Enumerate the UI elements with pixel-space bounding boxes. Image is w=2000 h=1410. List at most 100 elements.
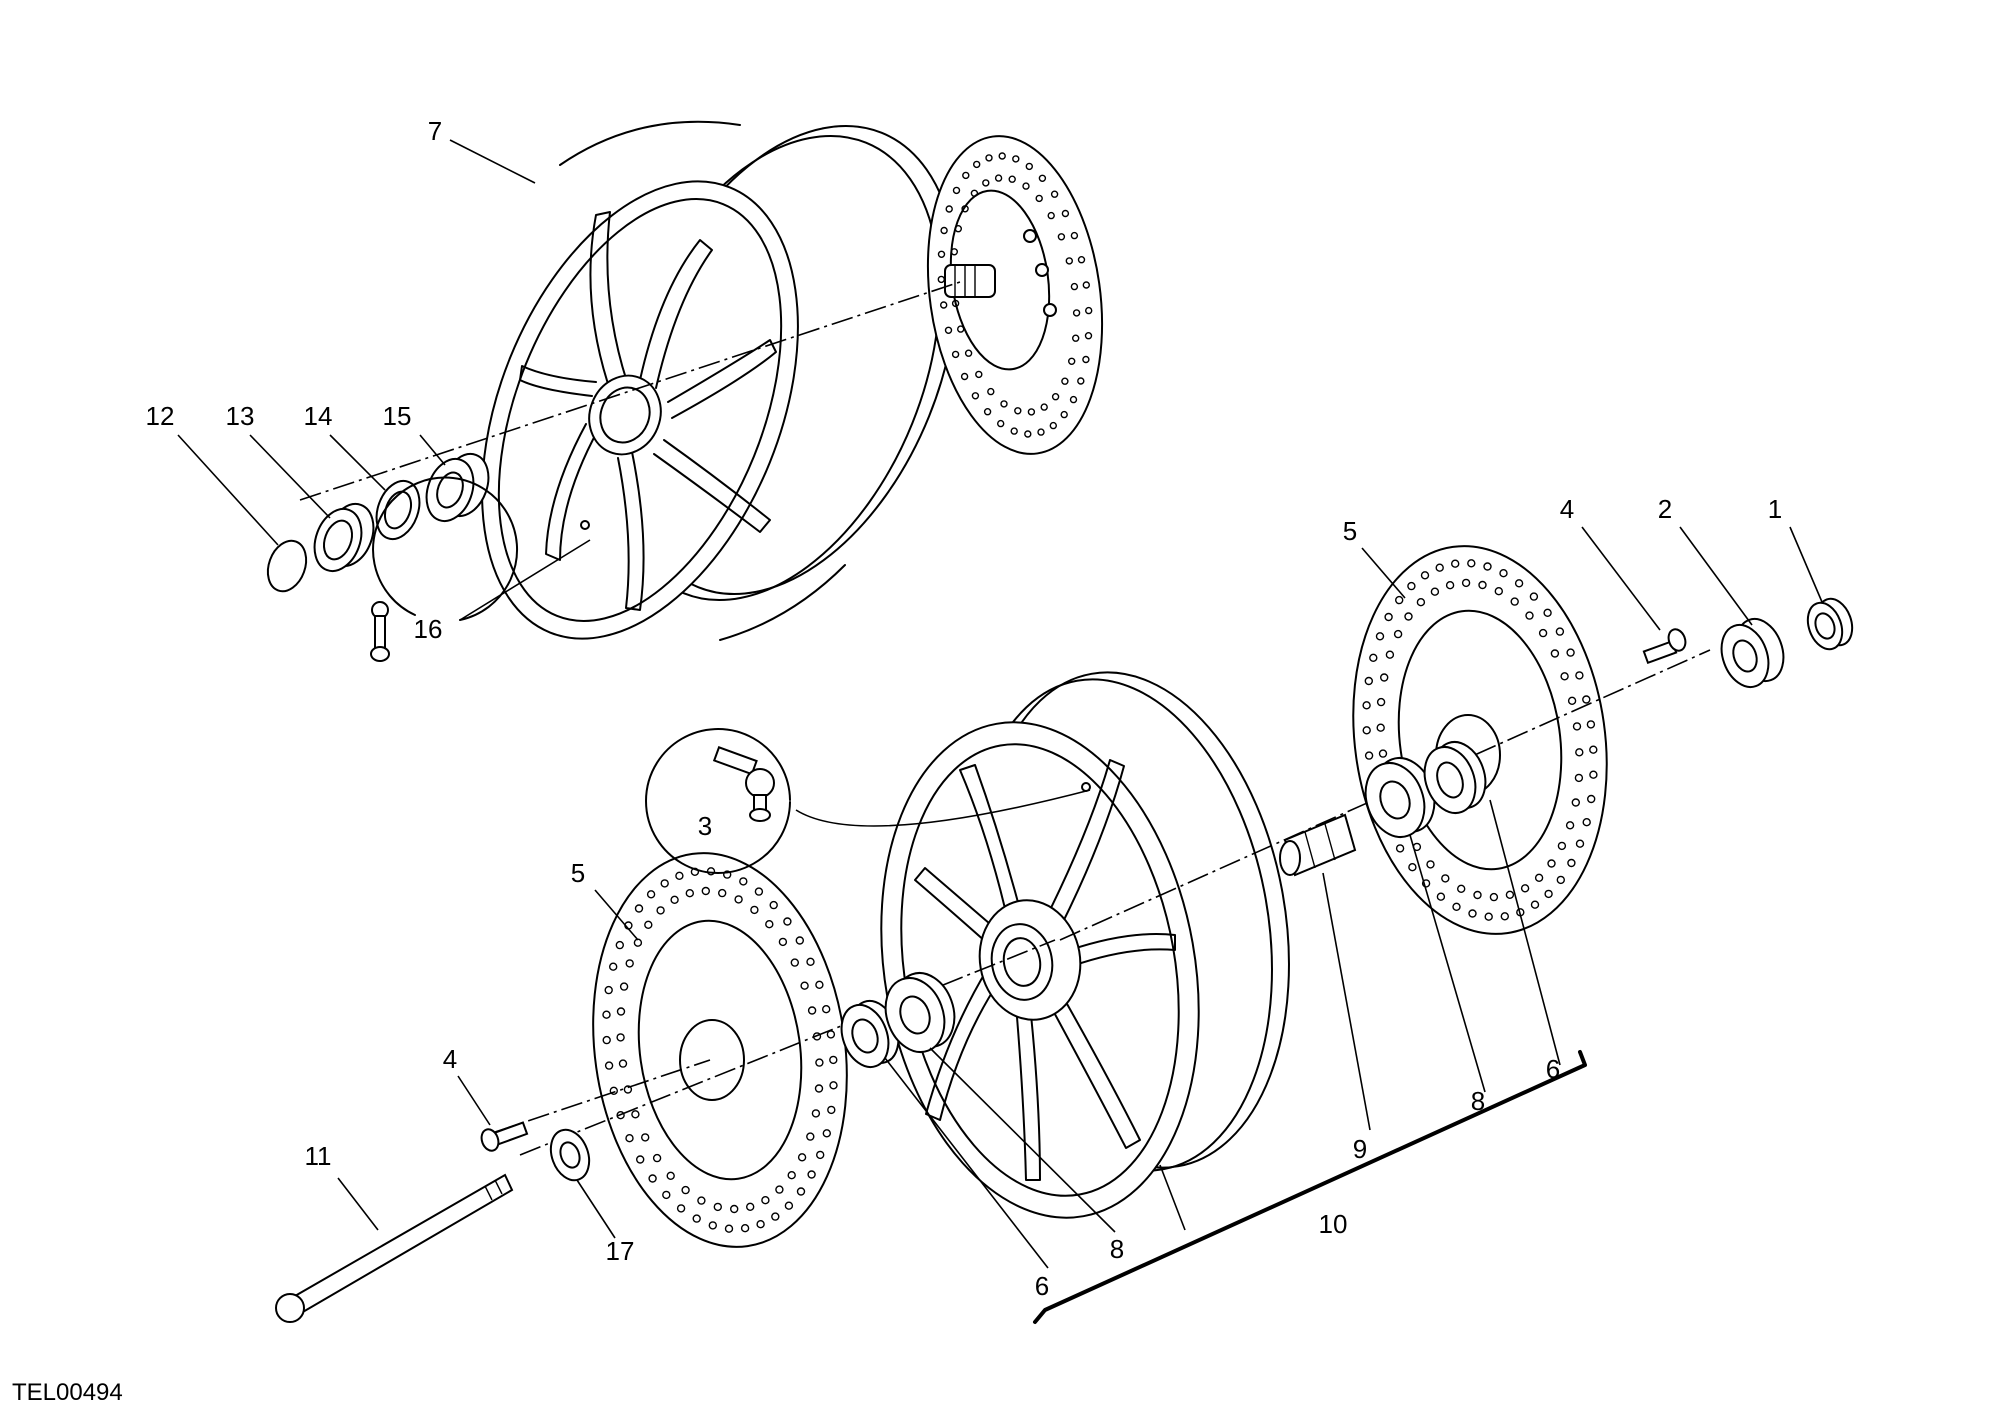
disc-hole (944, 326, 953, 334)
disc-hole (1538, 628, 1548, 638)
disc-hole (1565, 821, 1575, 830)
disc-hole (631, 1110, 640, 1119)
disc-hole (670, 895, 679, 904)
disc-hole (634, 904, 644, 913)
disc-hole (796, 1187, 806, 1196)
disc-hole (769, 900, 778, 910)
disc-hole (740, 1223, 750, 1233)
disc-hole (618, 1059, 628, 1068)
disc-hole (1362, 701, 1371, 710)
disc-hole (1025, 162, 1034, 171)
disc-hole (983, 408, 992, 416)
disc-hole (1014, 407, 1022, 415)
disc-hole (814, 1084, 824, 1093)
disc-hole (1468, 909, 1477, 918)
disc-hole (734, 895, 743, 904)
disc-hole (1035, 194, 1043, 203)
leader-lines (177, 139, 1823, 1269)
disc-hole (625, 959, 634, 968)
disc-hole (1000, 400, 1008, 408)
disc-hole (1057, 233, 1066, 241)
disc-hole (1483, 562, 1492, 571)
disc-hole (1047, 211, 1055, 220)
disc-hole (641, 1133, 650, 1142)
disc-hole (945, 205, 953, 213)
disc-hole (623, 1085, 633, 1094)
disc-hole (750, 905, 759, 915)
disc-hole (701, 886, 710, 896)
disc-hole (822, 1005, 831, 1014)
disc-hole (1050, 190, 1059, 198)
disc-hole (1024, 430, 1032, 438)
disc-hole (625, 1133, 634, 1143)
callout-15: 15 (383, 401, 412, 431)
disc-hole (1589, 770, 1598, 779)
bolt-4-bottom (480, 1121, 529, 1152)
front-brake-disc-right (1352, 545, 1608, 935)
front-small-parts (275, 597, 1854, 1323)
front-axle-11 (275, 1173, 514, 1323)
callout-7: 7 (428, 116, 442, 146)
disc-hole (609, 1086, 618, 1096)
disc-hole (1567, 858, 1576, 868)
front-wheel-spokes (914, 759, 1176, 1181)
disc-hole (1072, 309, 1081, 317)
callout-5-bottom: 5 (571, 858, 585, 888)
disc-hole (1566, 648, 1575, 657)
disc-hole (829, 1055, 838, 1065)
disc-hole (1543, 608, 1552, 617)
disc-hole (616, 1110, 625, 1120)
callout-6-right: 6 (1546, 1054, 1560, 1084)
disc-hole (960, 372, 969, 381)
callout-12: 12 (146, 401, 175, 431)
disc-hole (1061, 209, 1070, 218)
disc-hole (602, 1010, 611, 1019)
disc-hole (1369, 653, 1378, 662)
disc-hole (602, 1035, 611, 1045)
callout-8-bottom: 8 (1110, 1234, 1124, 1264)
disc-hole (1049, 421, 1058, 430)
front-brake-disc-left (592, 852, 848, 1248)
disc-hole (646, 890, 656, 899)
disc-hole (1420, 571, 1430, 580)
disc-hole (1529, 592, 1539, 601)
disc-hole (1376, 697, 1386, 707)
disc-hole (604, 1061, 614, 1070)
bearing-8-left (884, 972, 956, 1053)
seal-6-right (1423, 741, 1487, 814)
disc-hole (1494, 587, 1504, 596)
disc-hole (1364, 676, 1374, 686)
disc-hole (1082, 355, 1090, 364)
disc-hole (1022, 182, 1030, 190)
disc-hole (951, 350, 960, 359)
disc-hole (815, 980, 824, 989)
callout-13: 13 (226, 401, 255, 431)
spacer (425, 453, 490, 522)
disc-hole (816, 1150, 825, 1160)
disc-hole (1589, 745, 1598, 754)
disc-hole (1069, 395, 1078, 404)
callout-16: 16 (414, 614, 443, 644)
disc-hole (660, 879, 669, 888)
disc-hole (1473, 890, 1482, 900)
disc-hole (1070, 282, 1079, 291)
callout-labels: 7 12 13 14 15 16 5 4 2 1 3 5 4 11 17 6 8… (146, 116, 1783, 1301)
disc-hole (1065, 257, 1074, 265)
callout-10: 10 (1319, 1209, 1348, 1239)
disc-hole (616, 1033, 625, 1042)
disc-hole (1450, 559, 1460, 568)
disc-hole (800, 981, 809, 990)
disc-hole (822, 1129, 831, 1138)
disc-hole (937, 250, 946, 259)
disc-hole (746, 1202, 755, 1212)
bolt-4-top (1642, 628, 1687, 665)
disc-hole (685, 889, 694, 898)
disc-hole (1550, 649, 1560, 658)
disc-hole (761, 1195, 770, 1205)
disc-hole (1574, 773, 1584, 783)
rear-wheel-spokes (519, 211, 777, 611)
disc-hole (1384, 612, 1393, 622)
disc-hole (1051, 393, 1060, 401)
disc-hole (1467, 559, 1476, 568)
disc-hole (815, 1058, 824, 1067)
